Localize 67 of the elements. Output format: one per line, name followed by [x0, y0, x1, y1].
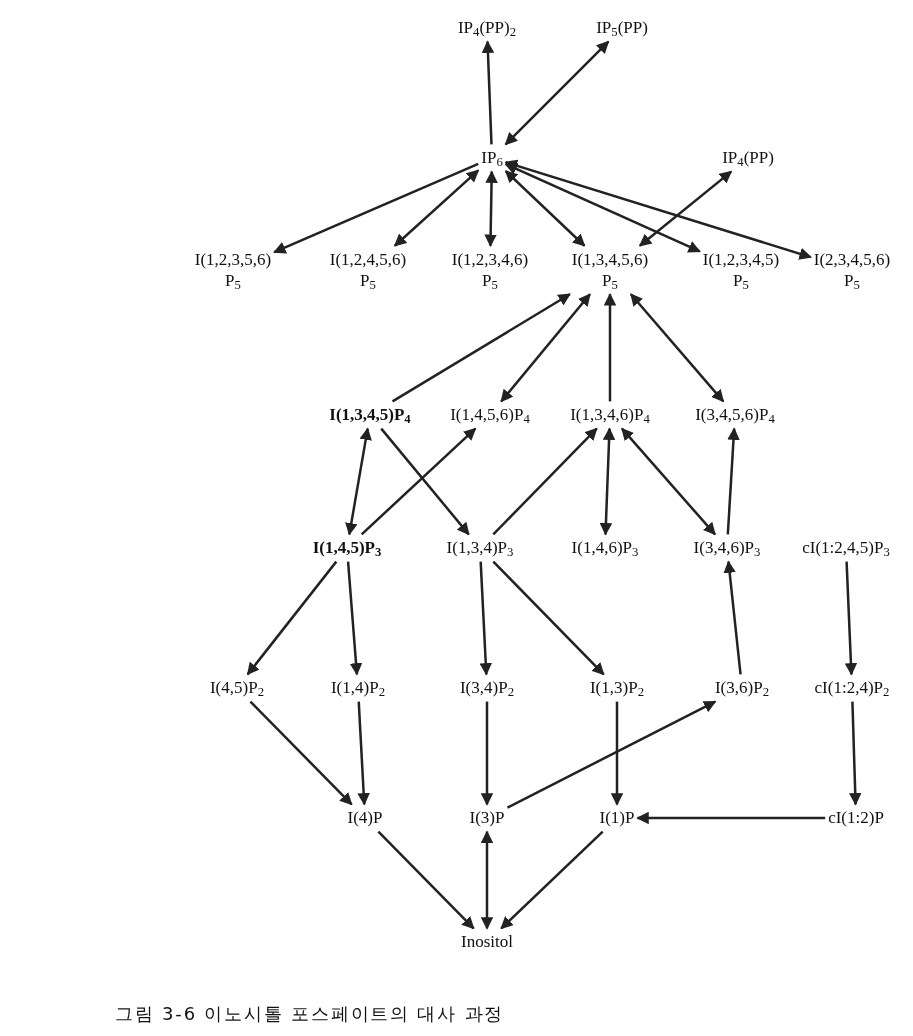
arrow	[610, 701, 624, 806]
arrow	[479, 561, 492, 676]
arrow	[380, 427, 470, 536]
compound-label: Inositol	[461, 931, 513, 953]
compound-label: IP$_{6}$	[481, 147, 503, 169]
compound-label: I(3)P	[469, 807, 505, 829]
arrow	[638, 170, 733, 247]
compound-label: I(1,4,5)P$_{3}$	[312, 537, 382, 559]
compound-label: I(1,2,3,5,6) P$_{5}$	[194, 248, 272, 292]
arrow	[492, 427, 598, 536]
compound-label: I(1)P	[599, 807, 635, 829]
arrow	[504, 159, 812, 260]
compound-label: I(3,4,6)P$_{3}$	[693, 537, 761, 559]
compound-label: I(1,4)P$_{2}$	[330, 677, 386, 699]
compound-label: cI(1:2)P	[828, 807, 884, 829]
arrow	[726, 427, 740, 535]
compound-label: I(1,3,4)P$_{3}$	[446, 537, 514, 559]
compound-label: I(3,4,5,6)P$_{4}$	[695, 404, 775, 426]
arrow	[506, 700, 717, 809]
compound-label: I(1,2,3,4,5) P$_{5}$	[702, 248, 780, 292]
compound-label: cI(1:2,4,5)P$_{3}$	[802, 537, 890, 559]
compound-label: IP$_{4}$(PP)$_{2}$	[457, 17, 517, 39]
figure-caption: 그림 3-6 이노시톨 포스페이트의 대사 과정	[115, 1002, 505, 1026]
arrow	[492, 560, 605, 676]
arrow	[504, 40, 610, 146]
arrow	[484, 170, 498, 247]
arrow	[391, 293, 571, 403]
arrow	[273, 162, 479, 254]
compound-label: I(4,5)P$_{2}$	[209, 677, 265, 699]
arrow	[504, 163, 701, 253]
arrow	[377, 830, 475, 930]
arrow	[393, 169, 480, 247]
compound-label: I(1,3,4,5)P$_{4}$	[329, 404, 411, 426]
arrow	[723, 560, 742, 675]
compound-label: I(1,2,4,5,6) P$_{5}$	[329, 248, 407, 292]
compound-label: cI(1:2,4)P$_{2}$	[814, 677, 890, 699]
compound-label: IP$_{5}$(PP)	[596, 17, 648, 39]
arrow	[480, 701, 494, 806]
arrow	[504, 170, 586, 247]
arrow	[599, 427, 616, 536]
arrow	[844, 561, 858, 676]
arrow	[621, 427, 716, 536]
arrow	[360, 427, 477, 536]
compound-label: I(1,3,4,6)P$_{4}$	[570, 404, 650, 426]
compound-label: I(4)P	[347, 807, 383, 829]
arrow	[500, 830, 604, 930]
compound-label: I(1,4,5,6)P$_{4}$	[450, 404, 530, 426]
arrow	[636, 811, 826, 825]
arrow	[480, 830, 494, 930]
arrow	[629, 293, 725, 403]
compound-label: I(2,3,4,5,6) P$_{5}$	[813, 248, 891, 292]
arrow	[246, 560, 338, 676]
compound-label: I(1,3)P$_{2}$	[589, 677, 645, 699]
compound-label: I(1,4,6)P$_{3}$	[571, 537, 639, 559]
compound-label: I(3,4)P$_{2}$	[459, 677, 515, 699]
compound-label: I(1,3,4,5,6) P$_{5}$	[571, 248, 649, 292]
arrow	[603, 293, 617, 402]
arrow	[357, 701, 370, 806]
arrow	[849, 701, 862, 806]
compound-label: IP$_{4}$(PP)	[722, 147, 774, 169]
arrow	[346, 561, 363, 676]
arrow	[500, 293, 591, 403]
compound-label: I(3,6)P$_{2}$	[714, 677, 770, 699]
arrow	[481, 40, 495, 145]
arrow	[345, 427, 372, 536]
compound-label: I(1,2,3,4,6) P$_{5}$	[451, 248, 529, 292]
arrow	[249, 700, 353, 806]
